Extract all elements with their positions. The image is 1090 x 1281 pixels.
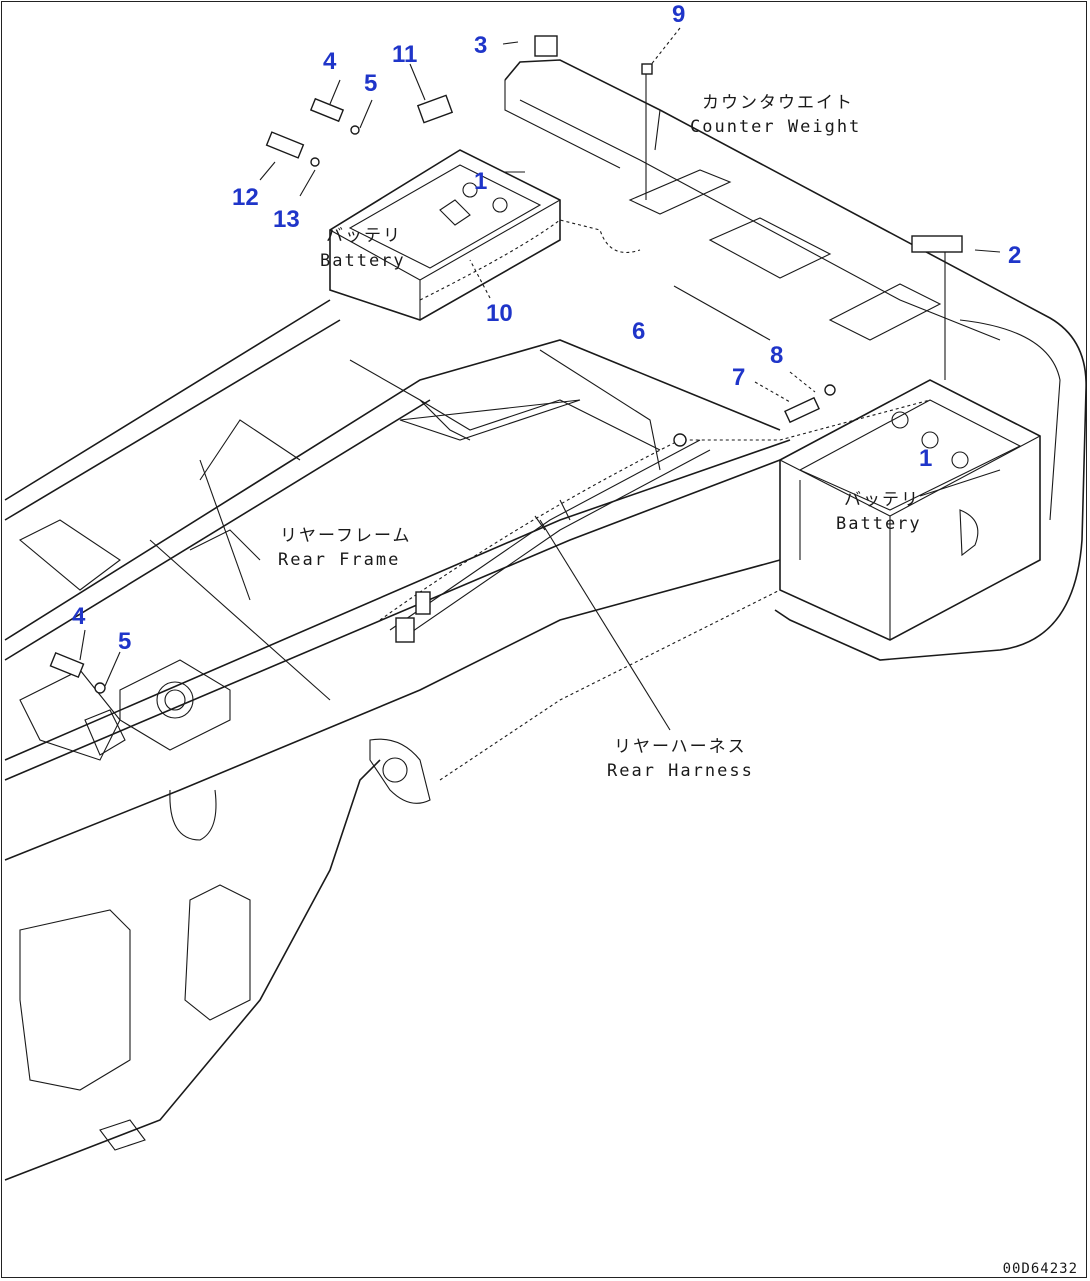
rear-frame-label-jp: リヤーフレーム [280,526,412,546]
callout-9: 9 [672,1,686,28]
counterweight-label-en: Counter Weight [690,117,862,137]
callout-8: 8 [770,342,784,369]
callout-2: 2 [1008,242,1022,269]
rear-harness-label-jp: リヤーハーネス [614,737,747,757]
callout-11: 11 [392,41,418,68]
callout-10: 10 [486,300,513,327]
callout-13: 13 [273,206,300,233]
right-battery-box [779,379,1041,641]
drawing-id: 00D64232 [1002,1261,1078,1277]
callout-7: 7 [732,364,746,391]
callout-5-top: 5 [364,70,378,97]
battery-right-label-jp: バッテリ [844,490,920,510]
lower-frame-body [4,738,431,1181]
rear-frame-label-en: Rear Frame [278,550,401,570]
battery-left-label-en: Battery [320,251,406,271]
callout-12: 12 [232,184,259,211]
callout-4-top: 4 [323,48,337,75]
battery-right-label-en: Battery [836,514,922,534]
small-parts [49,35,963,694]
callout-3: 3 [474,32,488,59]
rear-frame-rails [4,299,791,861]
counterweight-label-jp: カウンタウエイト [702,93,854,113]
counterweight-outline [504,59,1087,661]
battery-left-label-jp: バッテリ [326,226,402,246]
rear-harness-lines [379,219,931,781]
leader-lines [79,27,1001,731]
rear-harness-label-en: Rear Harness [607,761,754,781]
callout-4-bottom: 4 [72,603,86,630]
callout-1-left: 1 [474,168,488,195]
engine-mount [19,659,231,761]
callout-1-right: 1 [919,445,933,472]
callout-6: 6 [632,318,646,345]
callout-5-bottom: 5 [118,628,132,655]
